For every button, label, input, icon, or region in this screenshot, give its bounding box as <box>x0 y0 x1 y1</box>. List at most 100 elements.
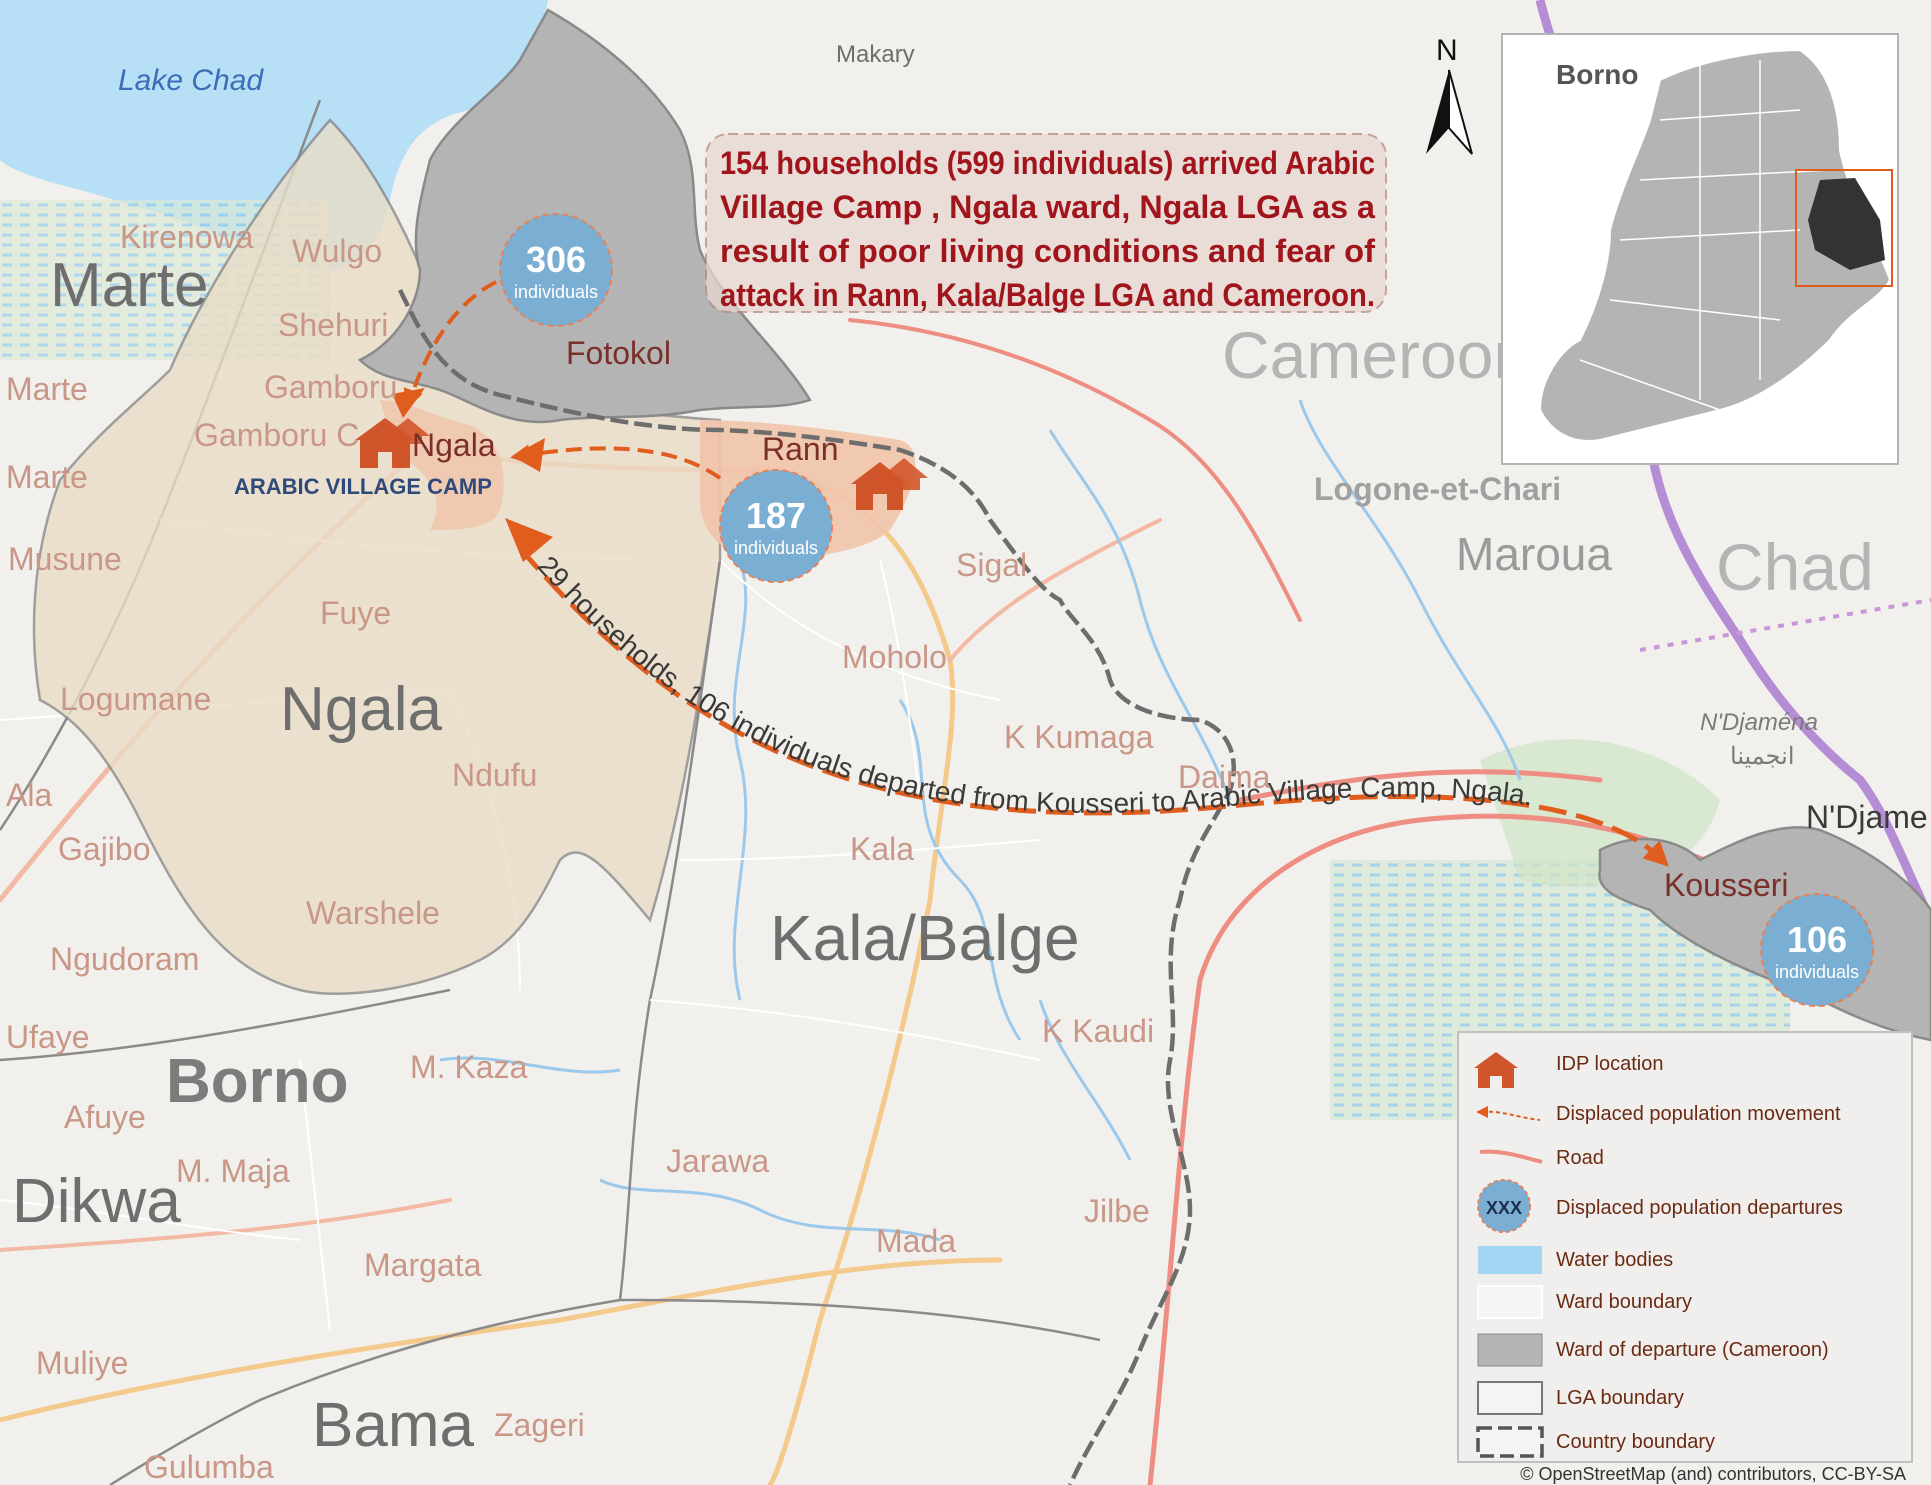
svg-text:Mada: Mada <box>876 1223 956 1259</box>
city-label-makary: Makary <box>836 41 915 68</box>
movement-arrows <box>403 280 1660 858</box>
arrow-head-fotokol <box>392 388 425 418</box>
nigeria-cameroon-border <box>397 288 1236 1485</box>
road-line-icon <box>1479 1149 1543 1164</box>
legend-item-country: Country boundary <box>1476 1426 1715 1458</box>
inset-borno-shape <box>1538 48 1892 442</box>
legend-item-departure-ward: Ward of departure (Cameroon) <box>1477 1333 1829 1367</box>
svg-text:Gulumba: Gulumba <box>144 1449 274 1485</box>
legend-item-idp: IDP location <box>1474 1052 1663 1088</box>
svg-text:Water bodies: Water bodies <box>1556 1249 1673 1271</box>
svg-text:individuals: individuals <box>734 538 818 558</box>
svg-text:N: N <box>1436 34 1458 67</box>
svg-text:Margata: Margata <box>364 1247 482 1283</box>
camp-label: ARABIC VILLAGE CAMP <box>234 474 492 499</box>
lga-label-bama: Bama <box>312 1391 474 1460</box>
idp-house-icon <box>1474 1052 1518 1088</box>
arrival-callout: 154 households (599 individuals) arrived… <box>705 133 1387 313</box>
country-label-chad: Chad <box>1716 530 1874 604</box>
svg-text:Warshele: Warshele <box>306 895 440 931</box>
svg-text:154 households (599 individual: 154 households (599 individuals) arrived… <box>720 145 1375 181</box>
svg-text:Fuye: Fuye <box>320 595 391 631</box>
region-label-logone: Logone-et-Chari <box>1314 471 1561 507</box>
lake-label: Lake Chad <box>118 64 264 97</box>
svg-text:106: 106 <box>1787 919 1847 960</box>
fotokol-ward <box>357 8 812 424</box>
svg-text:Shehuri: Shehuri <box>278 307 388 343</box>
svg-text:Marte: Marte <box>6 459 88 495</box>
lga-swatch <box>1477 1381 1543 1415</box>
svg-text:Jilbe: Jilbe <box>1084 1193 1150 1229</box>
svg-text:Zageri: Zageri <box>494 1407 585 1443</box>
svg-text:M. Kaza: M. Kaza <box>410 1049 528 1085</box>
attribution: © OpenStreetMap (and) contributors, CC-B… <box>1520 1464 1906 1484</box>
svg-text:Musune: Musune <box>8 541 122 577</box>
arrow-rann-to-ngala <box>510 444 722 480</box>
svg-text:Ndufu: Ndufu <box>452 757 537 793</box>
arrow-head-rann <box>512 438 545 472</box>
svg-text:Gamboru: Gamboru <box>264 369 397 405</box>
north-arrow: N <box>1426 34 1473 155</box>
svg-text:K Kumaga: K Kumaga <box>1004 719 1154 755</box>
departure-circle-fotokol: 306 individuals <box>499 213 613 327</box>
svg-text:result of poor living conditio: result of poor living conditions and fea… <box>720 233 1375 269</box>
lga-label-ngala: Ngala <box>280 675 443 744</box>
svg-text:Muliye: Muliye <box>36 1345 128 1381</box>
svg-text:Displaced population movement: Displaced population movement <box>1556 1103 1841 1125</box>
lga-label-dikwa: Dikwa <box>12 1167 181 1236</box>
city-label-ndjamena-arabic: انجمينا <box>1730 743 1795 770</box>
svg-text:Gamboru C: Gamboru C <box>194 417 359 453</box>
country-label-cameroon: Cameroon <box>1222 318 1530 392</box>
svg-text:187: 187 <box>746 495 806 536</box>
legend-item-ward: Ward boundary <box>1477 1285 1692 1319</box>
svg-text:306: 306 <box>526 239 586 280</box>
svg-text:Road: Road <box>1556 1147 1604 1169</box>
inset-ngala-kala-highlight <box>1808 178 1885 270</box>
svg-text:Village Camp , Ngala ward, Nga: Village Camp , Ngala ward, Ngala LGA as … <box>720 189 1375 225</box>
svg-text:Country boundary: Country boundary <box>1556 1431 1715 1453</box>
svg-text:Displaced population departure: Displaced population departures <box>1556 1197 1843 1219</box>
svg-text:Ward of departure (Cameroon): Ward of departure (Cameroon) <box>1556 1339 1829 1361</box>
legend-item-water: Water bodies <box>1478 1246 1673 1274</box>
rivers <box>439 399 1522 1242</box>
svg-text:Kirenowa: Kirenowa <box>120 219 254 255</box>
departure-swatch <box>1477 1333 1543 1367</box>
svg-text:Daima: Daima <box>1178 759 1271 795</box>
departure-circle-rann: 187 individuals <box>719 469 833 583</box>
legend-item-departures: XXX Displaced population departures <box>1477 1179 1843 1233</box>
svg-text:individuals: individuals <box>1775 962 1859 982</box>
country-swatch <box>1476 1426 1544 1458</box>
svg-text:Jarawa: Jarawa <box>666 1143 769 1179</box>
idp-house-icon <box>355 418 430 468</box>
svg-text:Logumane: Logumane <box>60 681 211 717</box>
lga-label-kala-balge: Kala/Balge <box>770 902 1080 974</box>
svg-text:Afuye: Afuye <box>64 1099 146 1135</box>
lga-label-marte: Marte <box>50 251 208 320</box>
legend-item-movement: Displaced population movement <box>1476 1103 1841 1125</box>
city-label-maroua: Maroua <box>1456 528 1612 580</box>
svg-text:IDP location: IDP location <box>1556 1053 1663 1075</box>
departure-circle-kousseri: 106 individuals <box>1760 893 1874 1007</box>
ward-label-ngala: Ngala <box>412 427 496 463</box>
arrow-fotokol-to-ngala <box>403 280 497 410</box>
ward-labels: Kirenowa Wulgo Shehuri Marte Gamboru Gam… <box>6 219 1271 1485</box>
svg-text:Marte: Marte <box>6 371 88 407</box>
svg-text:Ward boundary: Ward boundary <box>1556 1291 1692 1313</box>
svg-text:Wulgo: Wulgo <box>292 233 382 269</box>
svg-text:Ngudoram: Ngudoram <box>50 941 199 977</box>
place-kousseri: Kousseri <box>1664 867 1789 903</box>
water-swatch <box>1478 1246 1542 1274</box>
svg-text:LGA boundary: LGA boundary <box>1556 1387 1684 1409</box>
svg-text:Moholo: Moholo <box>842 639 947 675</box>
svg-text:Sigal: Sigal <box>956 547 1027 583</box>
departure-circle-icon <box>1477 1179 1531 1233</box>
arrow-head-kousseri <box>505 518 553 562</box>
place-rann: Rann <box>762 431 839 467</box>
legend-item-road: Road <box>1479 1147 1604 1169</box>
city-label-ndjamena-latin: N'Djaména <box>1700 709 1818 736</box>
svg-text:XXX: XXX <box>1486 1198 1522 1218</box>
city-label-ndjamena: N'Djame <box>1806 799 1928 835</box>
state-label-borno: Borno <box>166 1047 349 1116</box>
ward-swatch <box>1477 1285 1543 1319</box>
